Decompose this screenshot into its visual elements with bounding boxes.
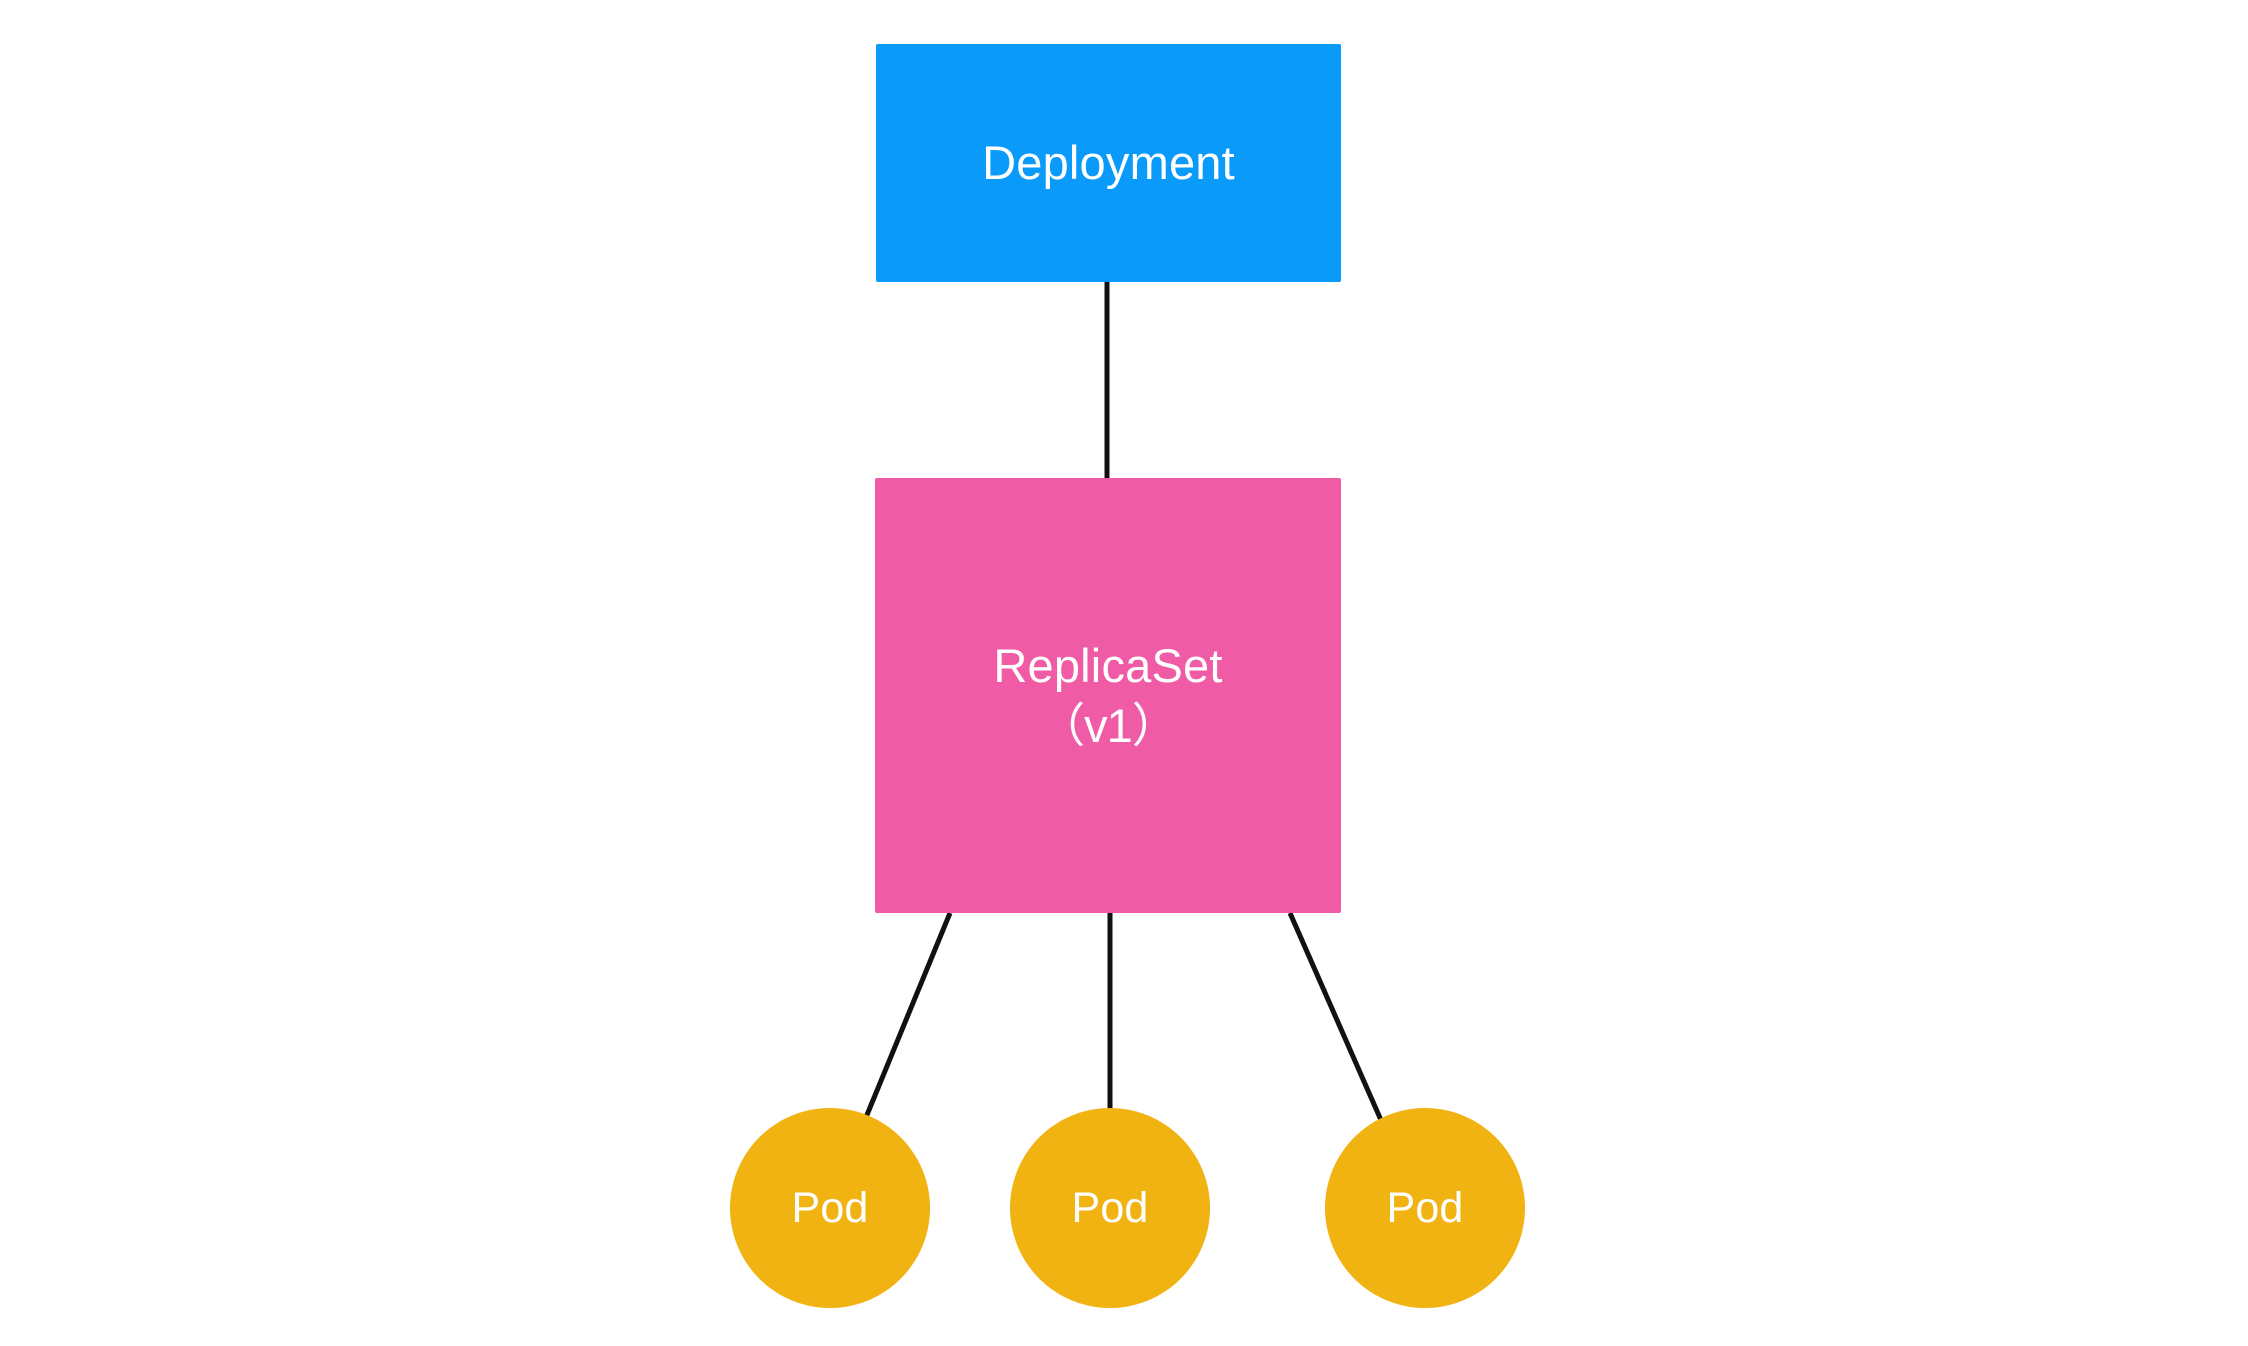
node-pod-1-label: Pod [791,1183,869,1232]
node-replicaset-version-label: （v1） [1038,698,1179,752]
node-replicaset[interactable]: ReplicaSet （v1） [875,478,1341,913]
edge-replicaset-to-pod-1 [859,912,953,1128]
node-deployment-label: Deployment [982,136,1235,190]
node-replicaset-label: ReplicaSet [993,639,1223,693]
edge-replicaset-to-pod-3 [1287,911,1387,1129]
node-pod-2[interactable]: Pod [1010,1108,1210,1308]
node-deployment[interactable]: Deployment [876,44,1341,282]
node-pod-3-label: Pod [1386,1183,1464,1232]
node-pod-3[interactable]: Pod [1325,1108,1525,1308]
node-pod-1[interactable]: Pod [730,1108,930,1308]
node-pod-2-label: Pod [1071,1183,1149,1232]
